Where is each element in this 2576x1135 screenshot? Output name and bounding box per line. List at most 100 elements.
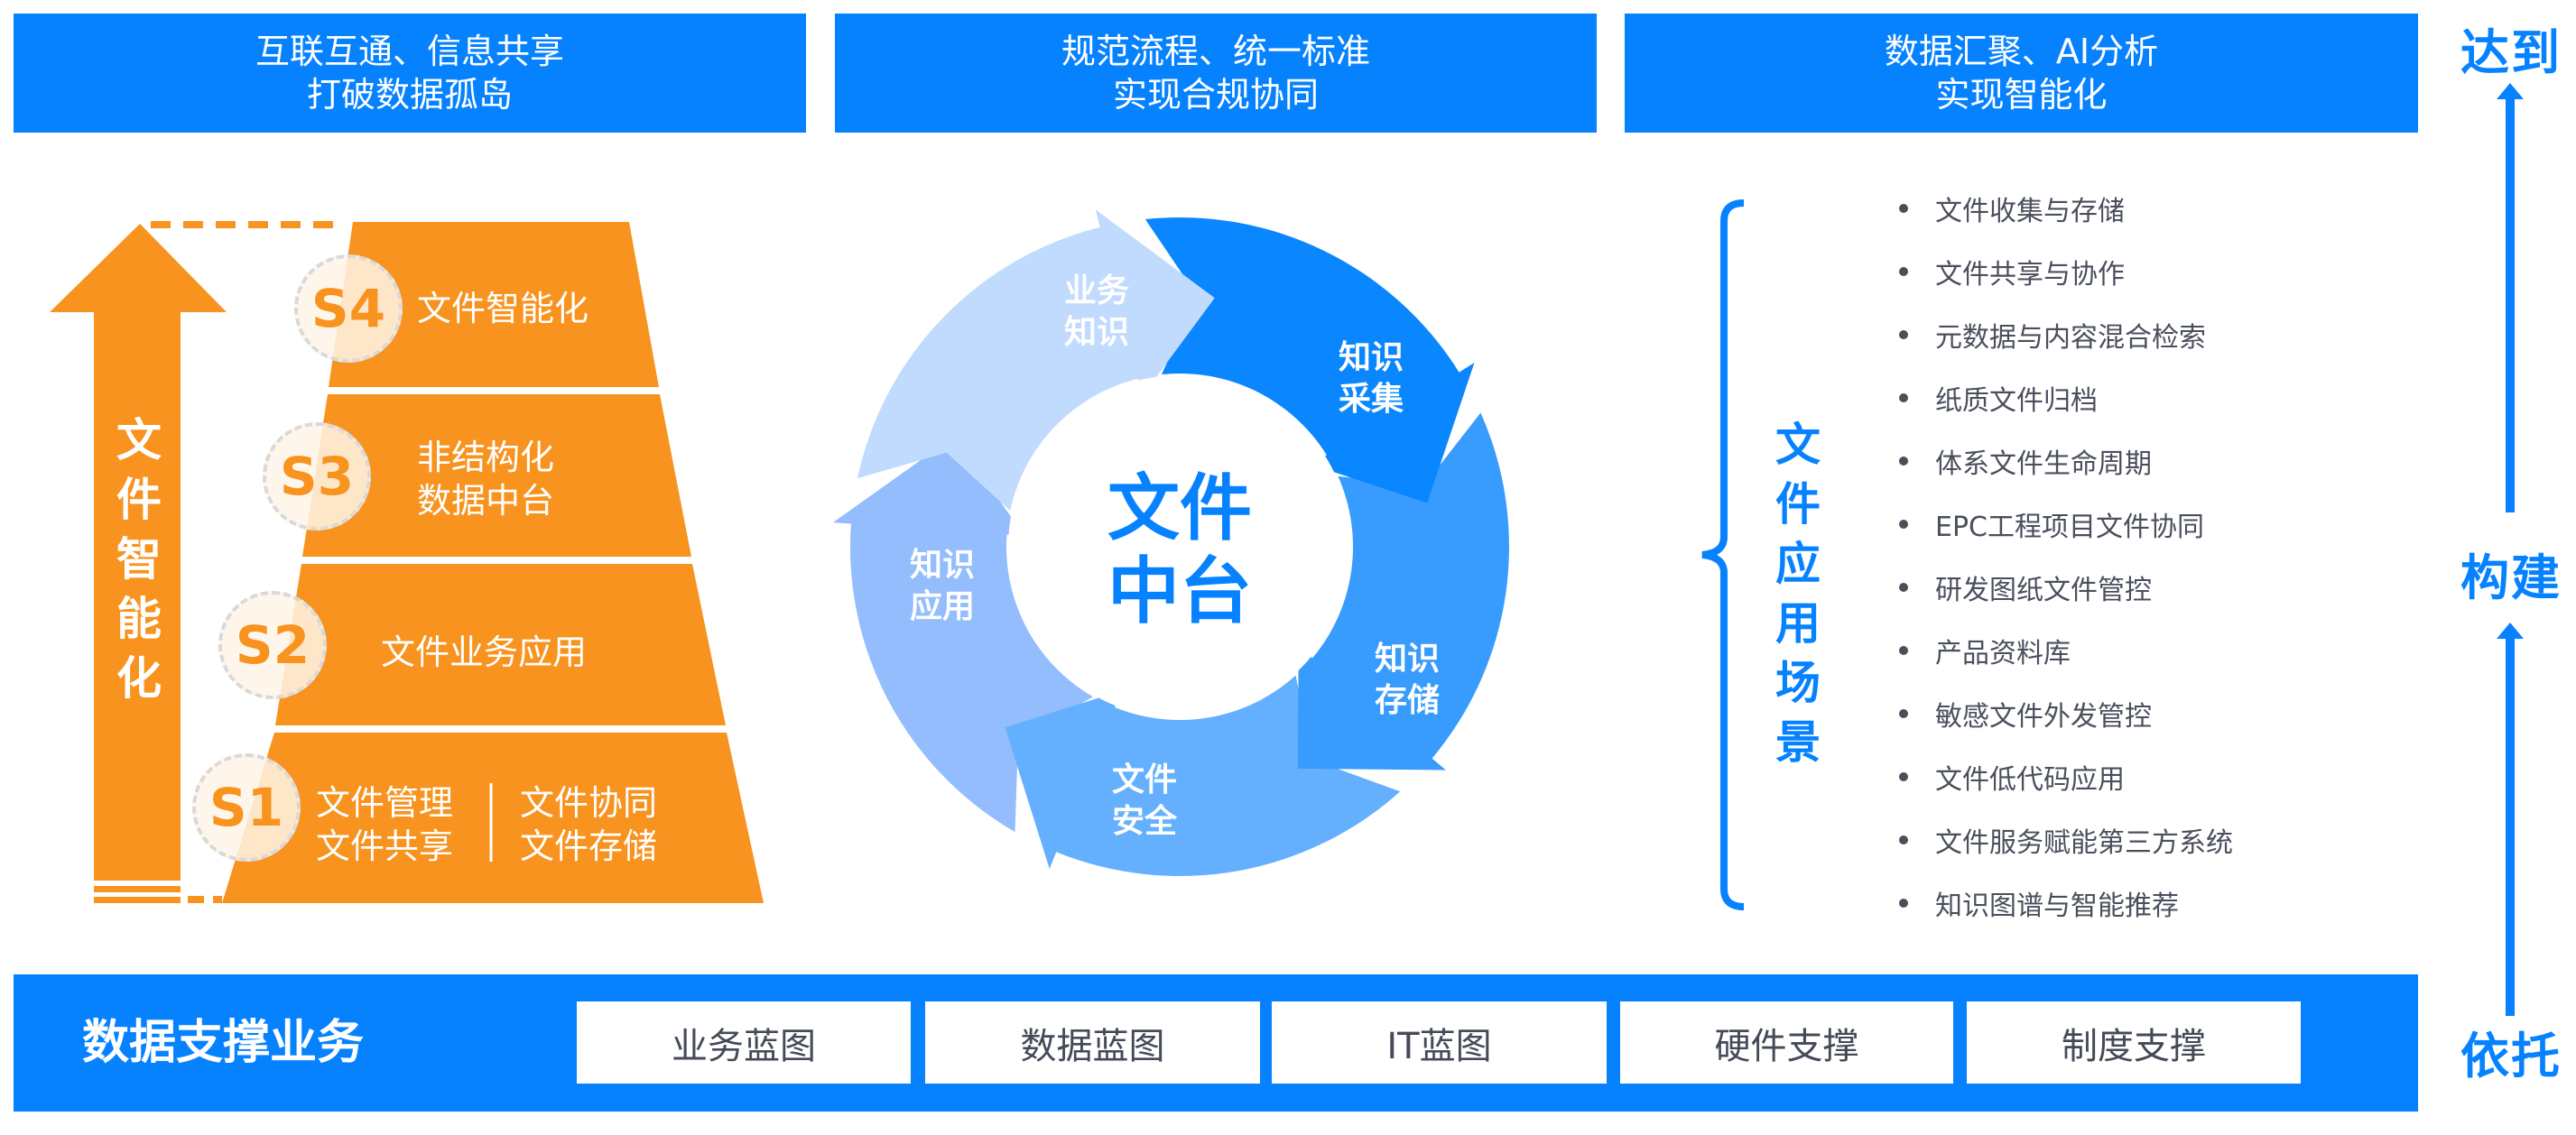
list-item: 知识图谱与智能推荐 — [1895, 883, 2179, 923]
support-item-it-blueprint: IT蓝图 — [1272, 1001, 1607, 1084]
cycle-center — [1008, 375, 1351, 718]
list-item-text: 文件共享与协作 — [1935, 259, 2125, 291]
stage-s2-text: 文件业务应用 — [381, 632, 588, 672]
cycle-label-line: 业务 — [1063, 272, 1129, 309]
goal-line1: 数据汇聚、AI分析 — [1884, 32, 2159, 71]
arrow-label: 文件智能化 — [116, 414, 162, 705]
segment-knowledge-storage — [1297, 412, 1509, 771]
cycle-label-line: 知识 — [1338, 339, 1404, 376]
cycle-label-knowledge-application: 知识 应用 — [902, 545, 983, 628]
stage-s4-text: 文件智能化 — [417, 289, 589, 328]
arrow-up-icon — [2497, 623, 2524, 639]
list-item: 元数据与内容混合检索 — [1895, 315, 2206, 355]
bullet-icon — [1899, 772, 1908, 781]
cycle-label-business-knowledge: 业务 知识 — [1056, 271, 1137, 354]
stage-s1-right: 文件协同 文件存储 — [520, 781, 657, 868]
stage-line: 文件管理 — [316, 783, 454, 823]
segment-business-knowledge — [857, 209, 1215, 512]
list-item-text: 知识图谱与智能推荐 — [1935, 890, 2179, 922]
stage-badge-s2: S2 — [218, 591, 327, 699]
list-item: 体系文件生命周期 — [1895, 441, 2152, 481]
goal-box-interconnect: 互联互通、信息共享 打破数据孤岛 — [14, 14, 806, 133]
cycle-label-knowledge-storage: 知识 存储 — [1367, 639, 1448, 722]
stage-badge-s4: S4 — [294, 254, 403, 363]
goal-line1: 互联互通、信息共享 — [255, 32, 564, 71]
center-title-line: 文件 — [1107, 466, 1252, 550]
cycle-label-knowledge-collection: 知识 采集 — [1330, 337, 1412, 420]
list-item: 敏感文件外发管控 — [1895, 694, 2152, 734]
goal-line2: 实现合规协同 — [1112, 75, 1319, 115]
tier-s3 — [302, 394, 691, 557]
growth-arrow — [50, 224, 227, 881]
center-title: 文件 中台 — [1089, 467, 1270, 633]
bullet-icon — [1899, 267, 1908, 276]
list-item: 产品资料库 — [1895, 631, 2071, 670]
scenario-bracket — [1701, 199, 1745, 910]
side-label-achieve: 达到 — [2460, 24, 2562, 81]
bullet-icon — [1899, 646, 1908, 655]
arrow-up-icon — [2497, 83, 2524, 99]
knowledge-cycle — [832, 209, 1509, 876]
maturity-pyramid — [50, 221, 764, 903]
cycle-label-line: 安全 — [1111, 803, 1177, 840]
tier-s4 — [329, 222, 659, 387]
cycle-label-line: 文件 — [1111, 761, 1177, 798]
bullet-icon — [1899, 835, 1908, 844]
list-item: 文件收集与存储 — [1895, 189, 2125, 228]
bullet-icon — [1899, 899, 1908, 908]
list-item-text: 文件低代码应用 — [1935, 764, 2125, 796]
cycle-label-line: 应用 — [909, 588, 975, 625]
list-item-text: 敏感文件外发管控 — [1935, 701, 2152, 733]
goal-box-intelligence: 数据汇聚、AI分析 实现智能化 — [1625, 14, 2418, 133]
stage-s1-left: 文件管理 文件共享 — [316, 781, 453, 868]
bullet-icon — [1899, 709, 1908, 718]
cycle-label-line: 存储 — [1374, 682, 1440, 719]
bullet-icon — [1899, 330, 1908, 339]
support-item-hardware: 硬件支撑 — [1620, 1001, 1953, 1084]
list-item-text: 产品资料库 — [1935, 638, 2071, 669]
flow-line — [2506, 637, 2515, 1016]
side-label-rely: 依托 — [2460, 1028, 2562, 1084]
stage-line: 文件共享 — [316, 826, 454, 866]
stage-badge-s1: S1 — [192, 753, 301, 862]
stage-badge-s3: S3 — [263, 422, 371, 531]
tier-s2 — [275, 564, 726, 725]
cycle-label-line: 知识 — [1063, 314, 1129, 351]
bullet-icon — [1899, 520, 1908, 529]
list-item-text: 纸质文件归档 — [1935, 385, 2098, 417]
stage-line: 非结构化 — [417, 438, 555, 477]
bullet-icon — [1899, 204, 1908, 213]
flow-line — [2506, 97, 2515, 512]
side-label-build: 构建 — [2460, 549, 2562, 606]
stage-line: 文件存储 — [520, 826, 658, 866]
goal-line2: 打破数据孤岛 — [306, 75, 513, 115]
bullet-icon — [1899, 583, 1908, 592]
list-item: 文件低代码应用 — [1895, 757, 2125, 797]
list-item-text: EPC工程项目文件协同 — [1935, 512, 2204, 543]
bullet-icon — [1899, 393, 1908, 402]
cycle-label-file-security: 文件 安全 — [1104, 760, 1185, 843]
support-item-policy: 制度支撑 — [1967, 1001, 2301, 1084]
stage-line: 文件协同 — [520, 783, 658, 823]
support-title: 数据支撑业务 — [82, 1016, 365, 1070]
cycle-label-line: 知识 — [1374, 641, 1440, 678]
segment-knowledge-collection — [1144, 217, 1475, 503]
cycle-label-line: 知识 — [909, 547, 975, 584]
bullet-icon — [1899, 457, 1908, 466]
scenario-title: 文件应用场景 — [1775, 419, 1821, 769]
support-item-business-blueprint: 业务蓝图 — [577, 1001, 911, 1084]
stage-s3-text: 非结构化 数据中台 — [417, 436, 554, 522]
list-item-text: 体系文件生命周期 — [1935, 448, 2152, 480]
list-item-text: 文件收集与存储 — [1935, 196, 2125, 227]
list-item: 文件共享与协作 — [1895, 252, 2125, 291]
list-item-text: 研发图纸文件管控 — [1935, 575, 2152, 606]
cycle-label-line: 采集 — [1338, 381, 1404, 418]
arrow-base-line — [94, 886, 181, 892]
list-item-text: 元数据与内容混合检索 — [1935, 322, 2206, 354]
list-item: 文件服务赋能第三方系统 — [1895, 820, 2233, 860]
tier-s1 — [222, 733, 764, 903]
center-title-line: 中台 — [1107, 549, 1252, 633]
list-item-text: 文件服务赋能第三方系统 — [1935, 827, 2233, 859]
goal-line1: 规范流程、统一标准 — [1061, 32, 1370, 71]
stage-line: 数据中台 — [417, 481, 555, 521]
